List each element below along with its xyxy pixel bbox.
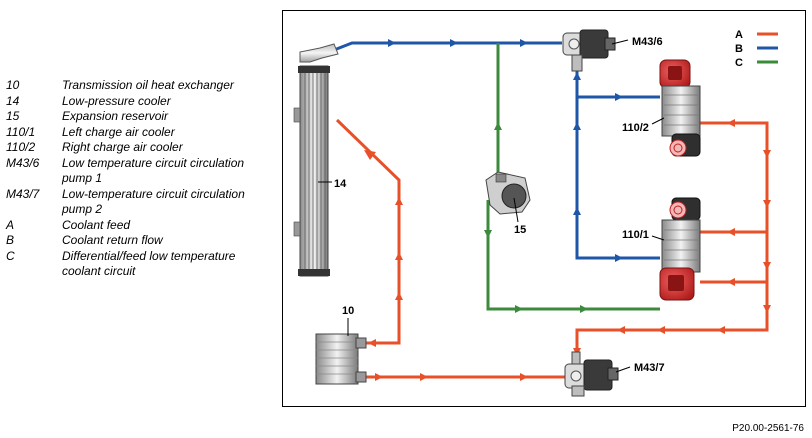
legend-code: A bbox=[6, 217, 15, 232]
legend-desc: Low-temperature circuit circulation pump… bbox=[62, 186, 245, 217]
legend-desc: Right charge air cooler bbox=[62, 140, 183, 154]
legend-code: 14 bbox=[6, 93, 20, 108]
expansion-reservoir bbox=[485, 171, 531, 223]
label-15: 15 bbox=[514, 224, 526, 236]
coolant-feed-lines bbox=[335, 118, 769, 379]
legend-row: M43/7 Low-temperature circuit circulation… bbox=[6, 187, 276, 218]
left-charge-air-cooler bbox=[651, 197, 701, 301]
legend-desc: Left charge air cooler bbox=[62, 124, 175, 139]
low-temp-circuit-arrows bbox=[484, 122, 588, 313]
legend-code: M43/6 bbox=[6, 155, 40, 170]
legend-row: C Differential/feed low temperature coola… bbox=[6, 249, 276, 280]
legend-code: C bbox=[6, 248, 15, 263]
legend-row: 10 Transmission oil heat exchanger bbox=[6, 78, 276, 94]
legend-desc: Expansion reservoir bbox=[62, 109, 169, 123]
transmission-oil-heat-exchanger bbox=[315, 318, 367, 385]
legend-row: 110/2 Right charge air cooler bbox=[6, 140, 276, 156]
legend-row: A Coolant feed bbox=[6, 218, 276, 234]
label-m43-6: M43/6 bbox=[632, 36, 663, 48]
legend-desc: Transmission oil heat exchanger bbox=[62, 78, 234, 92]
label-110-1: 110/1 bbox=[622, 229, 649, 241]
legend-desc: Low temperature circuit circulation pump… bbox=[62, 155, 245, 186]
legend-row: B Coolant return flow bbox=[6, 233, 276, 249]
legend-code: B bbox=[6, 233, 15, 247]
legend-row: 15 Expansion reservoir bbox=[6, 109, 276, 125]
label-14: 14 bbox=[334, 178, 347, 190]
label-m43-7: M43/7 bbox=[634, 362, 665, 374]
coolant-feed-arrows bbox=[364, 119, 771, 381]
label-110-2: 110/2 bbox=[622, 122, 649, 134]
diagram-frame bbox=[282, 10, 806, 407]
legend-row: M43/6 Low temperature circuit circulation… bbox=[6, 156, 276, 187]
legend-desc: Coolant feed bbox=[62, 217, 131, 232]
circulation-pump-1 bbox=[562, 29, 629, 72]
right-charge-air-cooler bbox=[651, 59, 701, 157]
circulation-pump-2 bbox=[564, 351, 631, 397]
legend-code: M43/7 bbox=[6, 186, 40, 201]
coolant-return-arrows bbox=[388, 39, 623, 262]
key-letter-c: C bbox=[735, 57, 743, 69]
legend-desc: Low-pressure cooler bbox=[62, 93, 171, 108]
low-pressure-cooler bbox=[293, 43, 339, 277]
legend-desc: Differential/feed low temperature coolan… bbox=[62, 248, 236, 279]
key-letter-a: A bbox=[735, 29, 743, 41]
legend-desc: Coolant return flow bbox=[62, 233, 163, 247]
legend-row: 110/1 Left charge air cooler bbox=[6, 125, 276, 141]
figure-reference: P20.00-2561-76 bbox=[732, 423, 804, 434]
legend-row: 14 Low-pressure cooler bbox=[6, 94, 276, 110]
key-letter-b: B bbox=[735, 43, 743, 55]
label-10: 10 bbox=[342, 305, 354, 317]
legend-code: 110/1 bbox=[6, 124, 36, 139]
color-key: A B C bbox=[735, 29, 778, 69]
legend-code: 110/2 bbox=[6, 140, 36, 154]
legend-code: 15 bbox=[6, 109, 20, 123]
legend-code: 10 bbox=[6, 78, 20, 92]
